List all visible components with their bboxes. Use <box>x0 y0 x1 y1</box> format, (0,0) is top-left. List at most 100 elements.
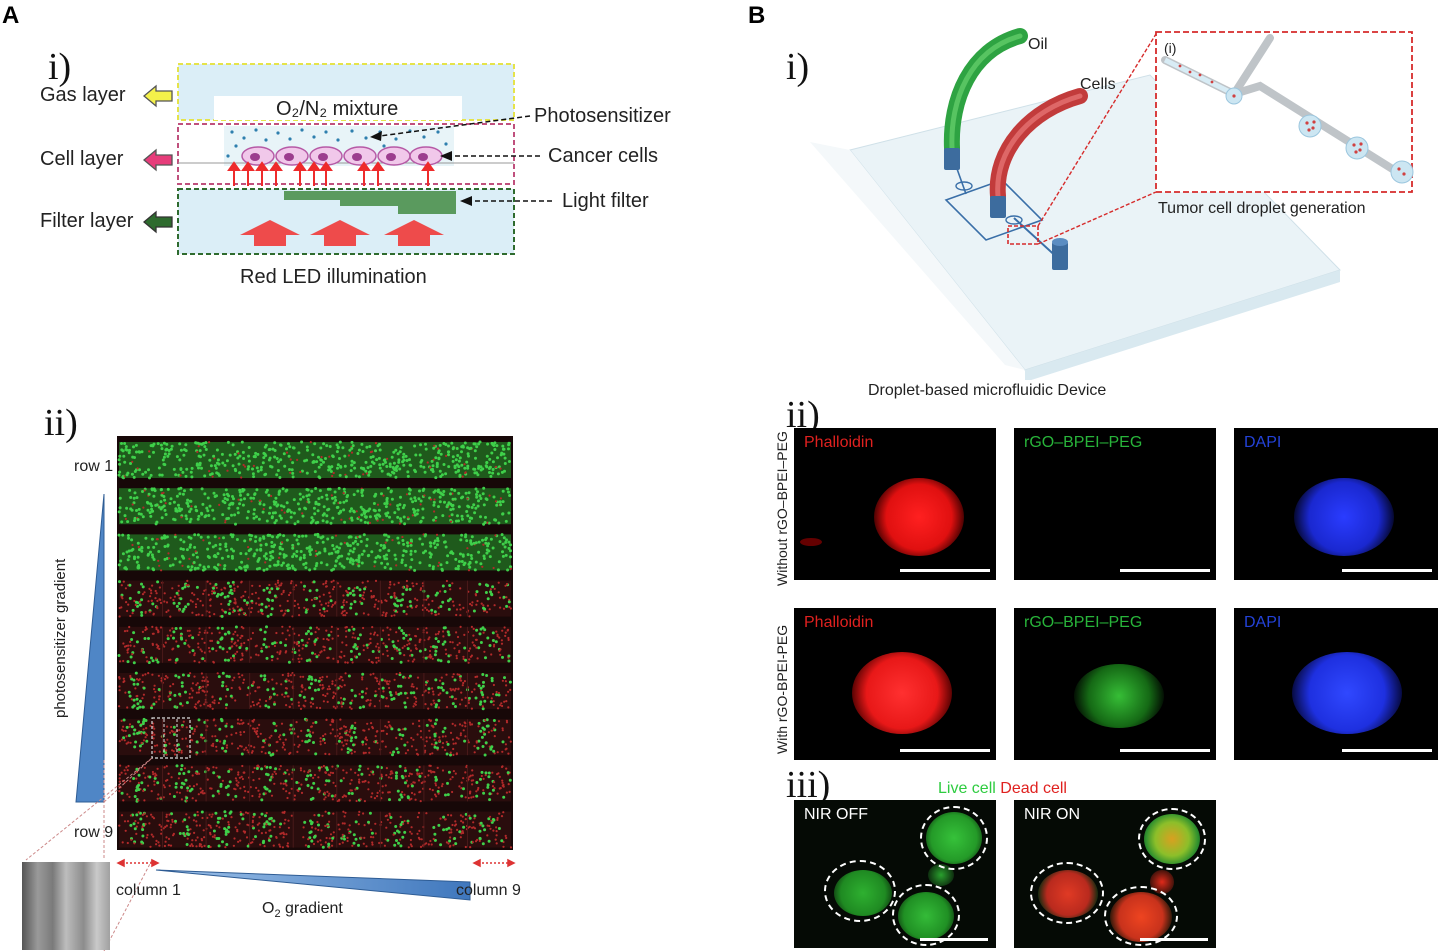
live-cell-dot <box>408 458 411 462</box>
live-cell-dot <box>168 502 172 505</box>
live-cell-dot <box>199 455 202 459</box>
dead-cell-dot <box>328 591 331 594</box>
live-cell-dot <box>421 489 425 492</box>
live-cell-dot <box>350 688 354 692</box>
live-cell-dot <box>297 451 301 455</box>
micrograph-without-rgo: rGO–BPEI–PEG <box>1014 428 1216 580</box>
live-cell-dot <box>241 817 245 821</box>
live-cell-dot <box>504 553 508 557</box>
dead-cell-dot <box>501 779 504 782</box>
dead-cell-dot <box>322 637 325 641</box>
live-cell-dot <box>254 539 257 543</box>
dead-cell-dot <box>456 828 459 831</box>
live-cell-dot <box>282 555 286 559</box>
dead-cell-dot <box>314 631 317 634</box>
live-cell-dot <box>305 445 309 449</box>
live-cell-dot <box>122 736 126 740</box>
live-cell-dot <box>127 734 131 738</box>
dead-cell-dot <box>286 769 289 772</box>
dead-cell-dot <box>257 735 260 738</box>
live-cell-dot <box>223 658 227 662</box>
dead-cell-dot <box>364 692 367 695</box>
dead-cell-dot <box>393 647 397 650</box>
dead-cell-dot <box>144 673 147 676</box>
dead-cell-dot <box>399 815 402 818</box>
dead-cell-dot <box>150 592 153 595</box>
dead-cell-dot <box>365 845 368 848</box>
dead-cell-dot <box>313 814 316 817</box>
live-cell-dot <box>439 659 443 663</box>
live-cell-dot <box>124 445 128 449</box>
live-cell-dot <box>247 549 251 553</box>
dead-cell-dot <box>449 836 452 839</box>
dead-cell-dot <box>258 698 261 701</box>
dead-cell-dot <box>345 771 348 774</box>
dead-cell-dot <box>476 657 479 660</box>
dead-cell-dot <box>382 494 385 497</box>
live-cell-dot <box>238 502 242 506</box>
live-cell-dot <box>225 517 229 521</box>
live-cell-dot <box>132 732 136 736</box>
live-cell-dot <box>229 588 233 592</box>
dead-cell-dot <box>151 734 154 737</box>
live-cell-dot <box>357 843 360 847</box>
live-cell-dot <box>457 491 461 495</box>
live-cell-dot <box>245 647 249 650</box>
dead-cell-dot <box>315 706 318 709</box>
dead-cell-dot <box>193 593 196 596</box>
dead-cell-dot <box>377 782 380 785</box>
dead-cell-dot <box>334 735 337 738</box>
live-cell-dot <box>202 453 206 457</box>
dead-cell-dot <box>323 798 326 801</box>
dead-cell-dot <box>406 605 409 608</box>
dead-cell-dot <box>362 626 365 630</box>
dead-cell-dot <box>122 799 125 802</box>
dead-cell-dot <box>199 686 203 689</box>
dead-cell-dot <box>163 844 166 848</box>
live-cell-dot <box>392 450 396 454</box>
live-cell-dot <box>454 458 458 462</box>
dead-cell-dot <box>388 638 391 641</box>
dead-cell-dot <box>414 605 418 609</box>
live-cell-dot <box>448 597 452 601</box>
dead-cell-dot <box>467 701 470 705</box>
live-cell-dot <box>453 466 457 470</box>
dead-cell-dot <box>193 675 196 678</box>
live-cell-dot <box>454 470 458 474</box>
zoomed-bright-field-image <box>22 862 110 950</box>
live-cell-dot <box>268 766 272 769</box>
dead-cell-dot <box>386 626 389 629</box>
outlet-connector <box>1052 242 1068 270</box>
live-cell-dot <box>481 707 485 711</box>
dead-cell-dot <box>198 844 201 848</box>
dead-cell-dot <box>432 837 435 841</box>
dead-cell-dot <box>158 750 161 753</box>
dead-cell-dot <box>152 773 155 776</box>
dead-cell-dot <box>282 831 285 834</box>
dead-cell-dot <box>344 725 347 729</box>
live-cell-dot <box>263 637 267 641</box>
dead-cell-dot <box>162 827 165 830</box>
dead-cell-dot <box>232 844 235 847</box>
dead-cell-dot <box>408 633 411 636</box>
dead-cell-dot <box>247 546 250 549</box>
dead-cell-dot <box>490 729 493 732</box>
live-cell-dot <box>225 828 229 832</box>
live-cell-dot <box>333 564 337 568</box>
live-cell-dot <box>298 693 302 697</box>
dead-cell-dot <box>361 780 364 783</box>
dead-cell-dot <box>188 634 191 638</box>
dead-cell-dot <box>344 739 347 742</box>
dead-cell-dot <box>495 826 498 829</box>
dead-cell-dot <box>458 723 462 726</box>
dead-cell-dot <box>459 614 462 617</box>
live-cell-dot <box>173 535 177 539</box>
dead-cell-dot <box>199 648 202 651</box>
dead-cell-dot <box>322 583 325 586</box>
live-cell-dot <box>266 597 270 601</box>
live-cell-dot <box>301 534 305 538</box>
live-cell-dot <box>132 501 136 505</box>
dead-cell-dot <box>155 643 158 646</box>
dead-cell-dot <box>434 633 437 636</box>
live-cell-dot <box>381 462 385 466</box>
